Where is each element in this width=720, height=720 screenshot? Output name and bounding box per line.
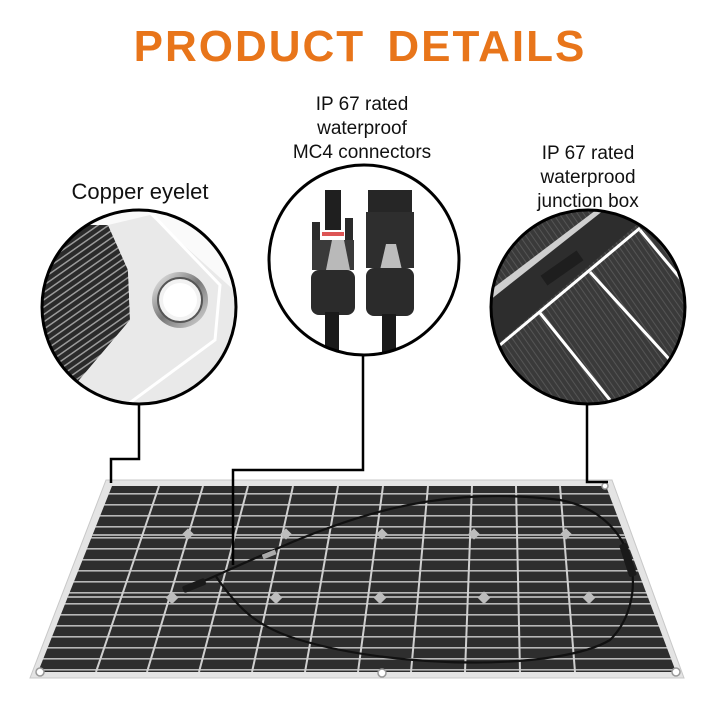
page-title: PRODUCT DETAILS: [133, 22, 587, 71]
label-line: IP 67 rated: [315, 94, 409, 115]
mc4-connectors-zoom: [267, 163, 461, 357]
label-line: waterproof: [317, 118, 407, 139]
label-line: Copper eyelet: [71, 179, 209, 204]
label-line: waterprood: [540, 167, 636, 188]
junction-box-zoom: [489, 208, 687, 406]
solar-panel: [29, 479, 685, 679]
label-line: IP 67 rated: [541, 143, 635, 164]
copper-eyelet-label: Copper eyelet: [40, 180, 240, 204]
label-line: junction box: [537, 191, 639, 212]
junction-box-label: IP 67 rated waterprood junction box: [498, 142, 678, 214]
label-line: MC4 connectors: [292, 142, 432, 163]
mc4-connectors-label: IP 67 rated waterproof MC4 connectors: [262, 93, 462, 165]
leader-lines: [109, 356, 608, 565]
copper-eyelet-zoom: [40, 208, 238, 406]
